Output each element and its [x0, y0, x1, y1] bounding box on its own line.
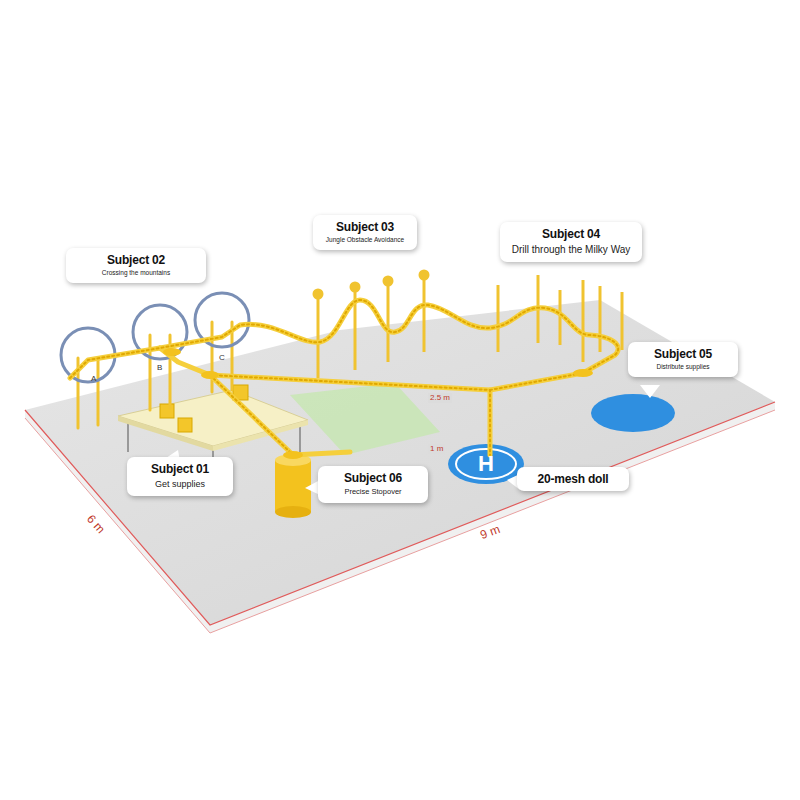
callout-tails: [120, 262, 660, 495]
callout-title: 20-mesh doll: [523, 472, 623, 486]
callout-subtitle: Drill through the Milky Way: [506, 243, 636, 257]
callout-title: Subject 01: [133, 462, 227, 476]
flight-path: [70, 300, 618, 459]
callout-title: Subject 04: [506, 227, 636, 241]
floor-border: [25, 410, 775, 633]
callout-subtitle: Distribute supplies: [634, 363, 732, 372]
callout-title: Subject 02: [72, 253, 200, 267]
callout-box: Subject 01 Get supplies: [127, 457, 233, 496]
dimension: 1 m: [428, 444, 445, 454]
dimension: 9 m: [479, 523, 502, 541]
callout-title: Subject 03: [319, 220, 411, 234]
callout-box: Subject 04 Drill through the Milky Way: [500, 222, 642, 262]
helipad-letter: H: [478, 453, 494, 475]
callout-subtitle: Jungle Obstacle Avoidance: [319, 236, 411, 245]
callout-subtitle: Crossing the mountains: [72, 269, 200, 278]
callout-title: Subject 05: [634, 347, 732, 361]
callout-box: Subject 02 Crossing the mountains: [66, 248, 206, 283]
callout-subtitle: Precise Stopover: [324, 487, 422, 497]
hoop-letter: C: [219, 354, 225, 362]
stopover-cylinder: [275, 454, 311, 518]
helipad-ring: [456, 449, 516, 479]
hoop-letter: B: [157, 364, 162, 372]
callout-title: Subject 06: [324, 471, 422, 485]
drop-pad: [591, 394, 675, 432]
landing-zone: [290, 383, 440, 455]
dimension: 2.5 m: [428, 393, 452, 403]
floor: [25, 300, 775, 625]
callout-box: Subject 03 Jungle Obstacle Avoidance: [313, 215, 417, 250]
callout-box: Subject 06 Precise Stopover: [318, 466, 428, 503]
callout-subtitle: Get supplies: [133, 478, 227, 490]
hoop-letter: A: [91, 375, 96, 383]
dimension: 6 m: [85, 513, 107, 536]
callout-box: 20-mesh doll: [517, 467, 629, 491]
callout-box: Subject 05 Distribute supplies: [628, 342, 738, 377]
